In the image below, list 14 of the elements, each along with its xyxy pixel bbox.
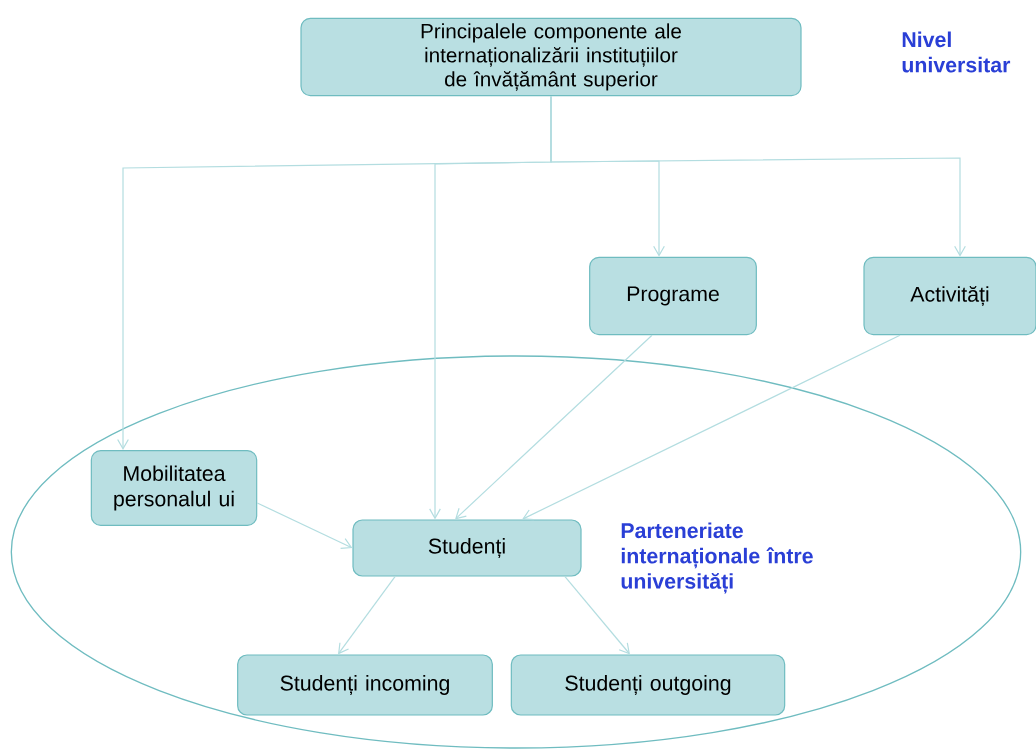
process-box: Studenți incoming [237,654,493,716]
arrow [256,502,353,549]
arrow [550,95,966,257]
process-box: Principalele componente ale internaționalizării instituțiilor de învățământ superior [300,17,802,97]
process-box: Studenți [352,519,582,577]
arrow [338,576,396,655]
process-box: Mobilitatea personalul ui [90,450,258,526]
process-box: Activități [863,256,1036,336]
process-box: Studenți outgoing [510,654,786,716]
level-label: Nivel universitar [902,31,1011,73]
arrow [564,576,630,655]
arrow [455,334,653,520]
arrow [522,334,901,521]
process-box: Programe [589,256,757,336]
